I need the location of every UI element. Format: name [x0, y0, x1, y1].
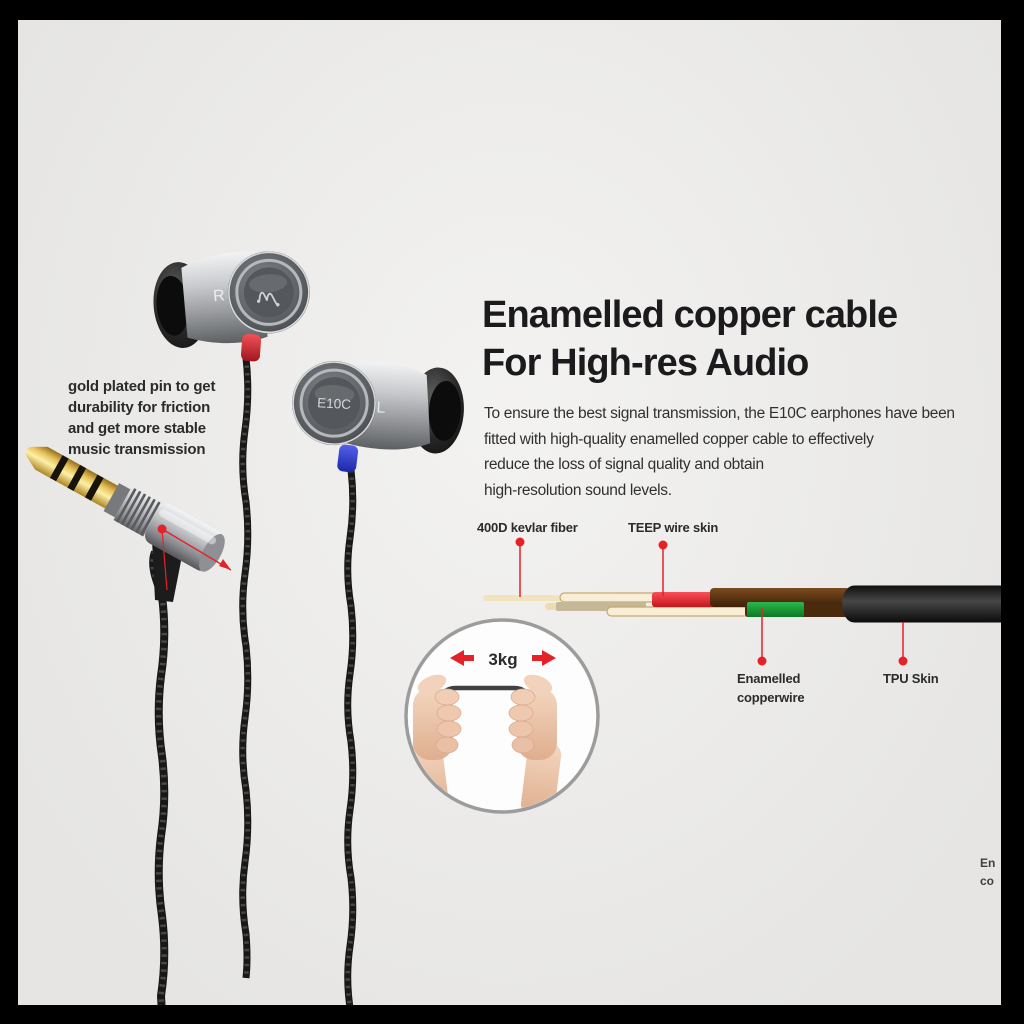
enamelled-copperwire-label: Enamelled copperwire — [737, 669, 805, 707]
diagram-callouts — [519, 545, 904, 657]
page-title: Enamelled copper cable For High-res Audi… — [482, 291, 898, 387]
enamelled-label-line: Enamelled — [737, 671, 801, 686]
teep-wire-skin-label: TEEP wire skin — [628, 520, 719, 535]
description-line: reduce the loss of signal quality and ob… — [484, 456, 764, 474]
description-line: fitted with high-quality enamelled coppe… — [484, 430, 874, 448]
jack-callout — [157, 524, 232, 591]
kevlar-fiber-label: 400D kevlar fiber — [477, 520, 578, 535]
left-earbud-cable — [344, 469, 357, 1015]
pull-left-arrow-icon — [450, 650, 474, 666]
title-line-2: For High-res Audio — [482, 342, 809, 384]
pull-weight-label: 3kg — [488, 650, 517, 669]
edge-clipped-label: En co — [980, 854, 995, 890]
right-strain-relief — [240, 333, 262, 362]
annotation-line: music transmission — [68, 441, 206, 458]
green-wire — [747, 602, 804, 617]
earbud-right-face — [227, 251, 310, 334]
left-strain-relief — [337, 444, 359, 473]
title-line-1: Enamelled copper cable — [482, 294, 898, 336]
diagram-callout-dots — [515, 537, 908, 666]
description-line: To ensure the best signal transmission, … — [484, 405, 955, 422]
description-paragraph: To ensure the best signal transmission, … — [484, 401, 955, 503]
pull-test-vignette: 3kg — [404, 618, 600, 814]
content-background — [18, 20, 1001, 1005]
earbud-left-face: E10C — [292, 361, 377, 446]
left-channel-marker: L — [376, 399, 386, 416]
frame-right — [1001, 0, 1024, 1024]
brand-logo-icon — [256, 291, 280, 307]
jack-gold-pin — [25, 446, 120, 510]
clipped-label-line: co — [980, 874, 995, 888]
frame-bottom — [0, 1005, 1024, 1024]
pull-right-arrow-icon — [532, 650, 556, 666]
tpu-skin-label: TPU Skin — [883, 671, 939, 686]
jack-cable — [149, 550, 169, 1024]
earbud-left: L E10C — [292, 361, 464, 473]
right-hand — [508, 674, 562, 810]
teep-wire-skin — [652, 592, 715, 607]
annotation-line: gold plated pin to get — [68, 378, 216, 395]
frame-left — [0, 0, 18, 1024]
gold-pin-annotation: gold plated pin to get durability for fr… — [68, 376, 215, 460]
annotation-line: durability for friction — [68, 399, 211, 416]
model-label: E10C — [317, 395, 352, 412]
frame-top — [0, 0, 1024, 20]
enamelled-label-line: copperwire — [737, 690, 805, 705]
right-earbud-cable — [239, 357, 252, 979]
enamelled-copper-wire — [710, 588, 850, 607]
description-line: high-resolution sound levels. — [484, 481, 672, 499]
cable-cross-section — [483, 585, 1012, 623]
annotation-line: and get more stable — [68, 420, 206, 437]
right-channel-marker: R — [212, 287, 225, 305]
tpu-skin-sleeve — [842, 585, 1012, 623]
earbud-right: R — [153, 251, 310, 362]
clipped-label-line: En — [980, 856, 996, 870]
